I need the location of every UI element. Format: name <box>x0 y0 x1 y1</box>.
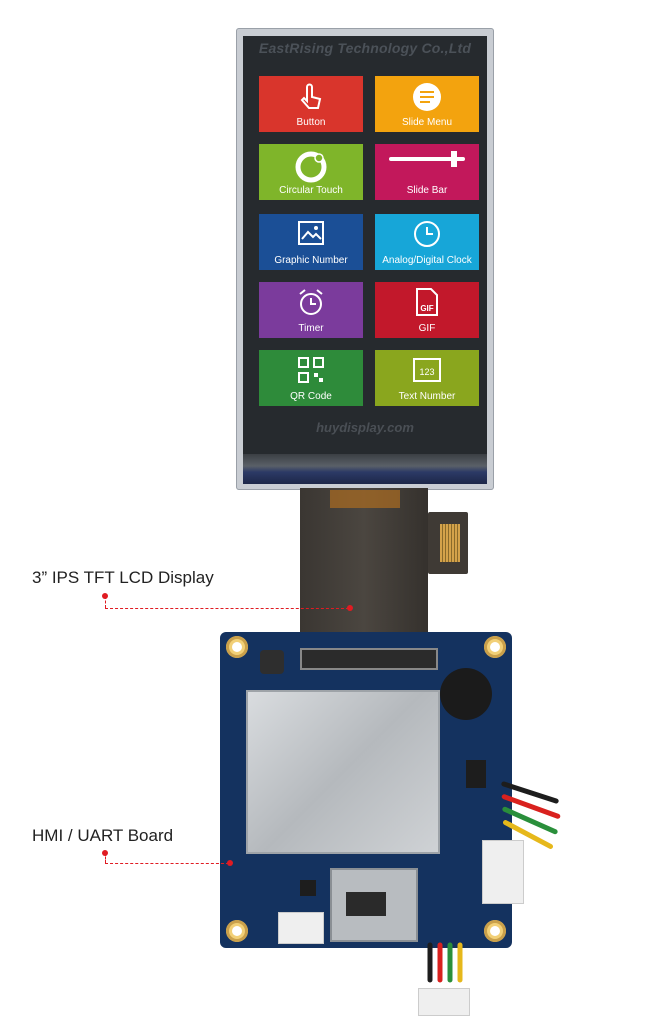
wire-green <box>447 942 453 983</box>
callout-line <box>105 596 106 608</box>
tile-circular-touch[interactable]: Circular Touch <box>259 144 363 200</box>
tile-gif[interactable]: GIF GIF <box>375 282 479 338</box>
shield-can <box>246 690 440 854</box>
board-callout-label: HMI / UART Board <box>32 826 174 845</box>
inductor <box>260 650 284 674</box>
brand-text: EastRising Technology Co.,Ltd <box>258 40 472 56</box>
tile-label: Slide Bar <box>406 185 448 196</box>
tile-label: Circular Touch <box>279 185 343 196</box>
tile-label: Timer <box>298 323 324 334</box>
mounting-hole <box>484 636 506 658</box>
lcd-edge-strip <box>243 454 487 484</box>
buzzer <box>440 668 492 720</box>
tile-label: Slide Menu <box>401 117 453 128</box>
fpc-cable <box>300 488 428 638</box>
callout-line <box>105 863 229 864</box>
jst-connector <box>278 912 324 944</box>
tile-label: Text Number <box>398 391 456 402</box>
regulator-chip <box>466 760 486 788</box>
ic-chip <box>300 880 316 896</box>
mounting-hole <box>226 920 248 942</box>
wire-yellow <box>457 942 463 983</box>
sd-card-opening <box>346 892 386 916</box>
mounting-hole <box>484 920 506 942</box>
callout-line <box>105 608 349 609</box>
fpc-gold-contacts <box>440 524 460 562</box>
tile-label: Graphic Number <box>274 255 348 266</box>
svg-text:GIF: GIF <box>420 304 433 313</box>
jst-connector <box>418 988 470 1016</box>
tile-button[interactable]: Button <box>259 76 363 132</box>
callout-dot <box>227 860 233 866</box>
website-text: huydisplay.com <box>316 420 414 435</box>
wire-red <box>437 942 443 983</box>
tile-qr-code[interactable]: QR Code <box>259 350 363 406</box>
fpc-amber-film <box>330 490 400 508</box>
tile-timer[interactable]: Timer <box>259 282 363 338</box>
tile-slide-menu[interactable]: Slide Menu <box>375 76 479 132</box>
tile-label: Analog/Digital Clock <box>382 255 472 266</box>
tile-analog-digital-clock[interactable]: Analog/Digital Clock <box>375 214 479 270</box>
fpc-connector <box>300 648 438 670</box>
tile-label: Button <box>296 117 326 128</box>
wire-black <box>427 942 433 983</box>
svg-text:123: 123 <box>419 367 434 377</box>
tile-graphic-number[interactable]: Graphic Number <box>259 214 363 270</box>
tile-slide-bar[interactable]: Slide Bar <box>375 144 479 200</box>
callout-dot <box>347 605 353 611</box>
tile-label: QR Code <box>290 391 332 402</box>
callout-line <box>105 853 106 863</box>
lcd-callout-label: 3” IPS TFT LCD Display <box>32 568 214 587</box>
tile-label: GIF <box>418 323 436 334</box>
mounting-hole <box>226 636 248 658</box>
jst-connector <box>482 840 524 904</box>
